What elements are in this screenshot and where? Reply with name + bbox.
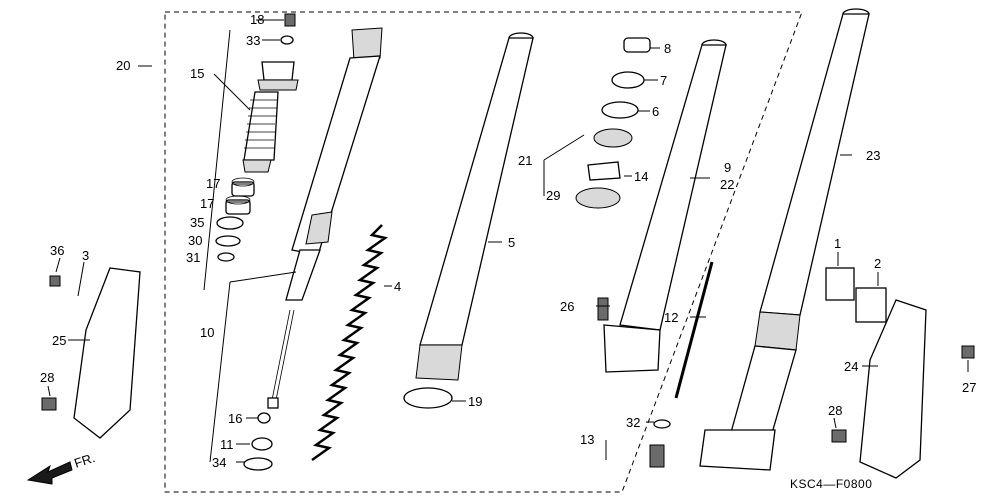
callout-16: 16 [228,411,242,426]
callout-13: 13 [580,432,594,447]
callout-22: 22 [720,177,734,192]
callout-9: 9 [724,160,731,175]
callout-23: 23 [866,148,880,163]
fork-spring [311,224,389,462]
callout-6: 6 [652,104,659,119]
callout-8: 8 [664,41,671,56]
rod-12 [674,261,714,399]
valve-13 [649,444,665,468]
direction-label: FR. [72,450,97,471]
front-direction-arrow: FR. [26,450,97,485]
callout-29: 29 [546,188,560,203]
collar-8 [623,37,651,53]
callout-35: 35 [190,215,204,230]
callout-25: 25 [52,333,66,348]
callout-4: 4 [394,279,401,294]
washer-35 [216,216,244,230]
outer-fork-leg [649,8,975,471]
callout-26: 26 [560,299,574,314]
bracket-2 [855,287,887,323]
callout-11: 11 [220,437,234,452]
small-parts-stack [215,13,296,262]
damper-cartridge-top [242,61,299,173]
outer-tube [403,32,534,409]
bolt-28-left [41,397,57,411]
callout-31: 31 [186,250,200,265]
clip-14 [587,161,621,181]
bracket-1 [825,267,855,301]
callout-33: 33 [246,33,260,48]
callout-19: 19 [468,394,482,409]
callout-5: 5 [508,235,515,250]
assembly-frame [164,11,803,493]
callout-labels: 20 18 33 15 17 17 35 30 31 10 16 11 34 4… [40,12,976,470]
nut-11 [251,437,273,451]
callout-17-lower: 17 [200,196,214,211]
callout-21: 21 [518,153,532,168]
callout-7: 7 [660,73,667,88]
bolt-18 [284,13,296,27]
callout-24: 24 [844,359,858,374]
bolt-36 [49,275,61,287]
callout-10: 10 [200,325,214,340]
bearing-6 [601,101,639,119]
clip-31 [217,252,235,262]
callout-15: 15 [190,66,204,81]
rod-end [267,397,279,409]
callout-12: 12 [664,310,678,325]
o-ring-34 [243,457,273,471]
callout-2: 2 [874,256,881,271]
callout-1: 1 [834,236,841,251]
spring-32 [653,419,671,429]
right-inner-tube [597,39,727,399]
callout-32: 32 [626,415,640,430]
callout-14: 14 [634,169,648,184]
callout-28-right: 28 [828,403,842,418]
callout-34: 34 [212,455,226,470]
guard-left-25 [73,267,141,439]
race-7 [611,71,645,89]
guard-right-24 [859,299,927,479]
diagram-code: KSC4—F0800 [790,477,872,491]
callout-3: 3 [82,248,89,263]
callout-27: 27 [962,380,976,395]
callout-17-upper: 17 [206,176,220,191]
callout-36: 36 [50,243,64,258]
washer-30 [215,235,241,247]
callout-30: 30 [188,233,202,248]
piston-16 [257,412,271,424]
bolt-27 [961,345,975,359]
inner-tube-assembly [243,27,383,471]
bolt-28-right [831,429,847,443]
bearing-21 [593,128,633,148]
bolt-26 [597,297,609,321]
leader-lines [47,19,969,463]
callout-28-left: 28 [40,370,54,385]
bearing-29 [575,187,621,209]
callout-18: 18 [250,12,264,27]
o-ring-33 [280,35,294,45]
callout-20: 20 [116,58,130,73]
dust-seal-19 [403,387,453,409]
fork-guards [41,267,927,479]
